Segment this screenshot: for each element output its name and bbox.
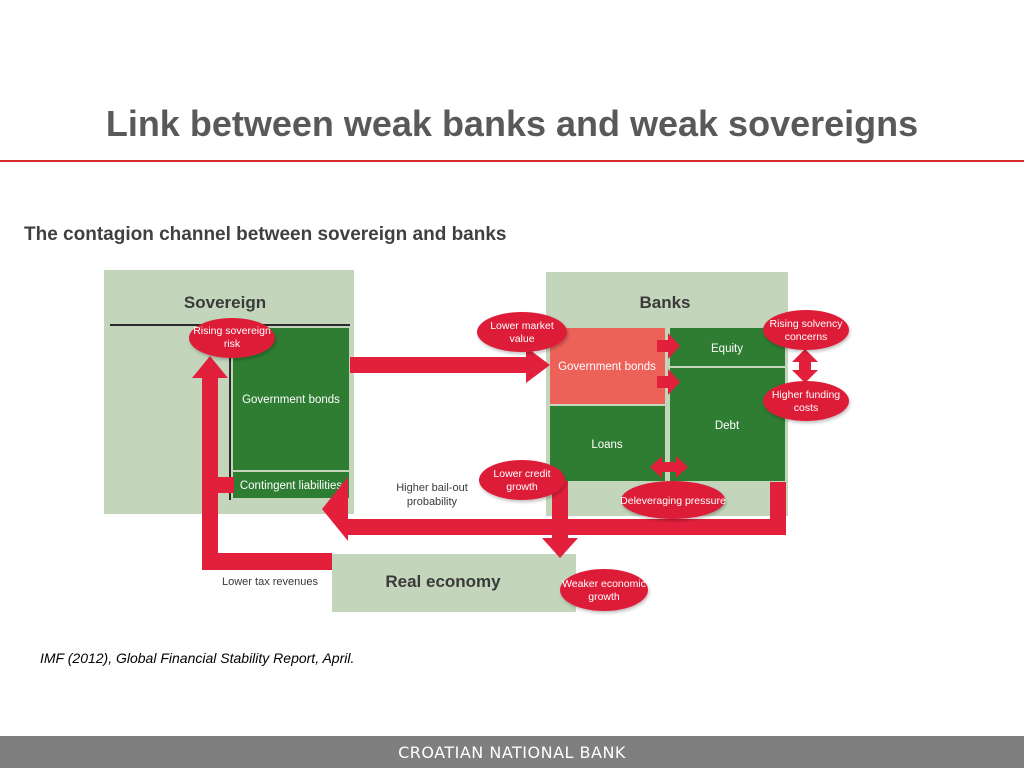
higher-bailout-probability-label: Higher bail-out (396, 482, 468, 494)
loans-box (550, 406, 665, 481)
arrow-sovereign-to-banks (350, 347, 550, 383)
arrow-tax-revenues-loop (192, 356, 332, 570)
sovereign-heading: Sovereign (184, 293, 266, 312)
bubble-weaker-economic-growth: Weaker economic growth (560, 569, 648, 611)
bubble-text: growth (588, 591, 620, 603)
arrow-bonds-to-equity (657, 333, 680, 359)
bubble-rising-solvency-concerns: Rising solvency concerns (763, 310, 849, 350)
bubble-text: Lower market (490, 320, 554, 332)
title-divider (0, 160, 1024, 162)
debt-box (670, 368, 785, 481)
arrow-bailout-loop (322, 477, 786, 541)
bubble-text: risk (224, 338, 241, 350)
bubble-text: Rising solvency (770, 318, 844, 330)
banks-government-bonds-label: Government bonds (558, 361, 656, 373)
bubble-text: concerns (785, 331, 828, 343)
loans-label: Loans (591, 439, 623, 451)
equity-label: Equity (711, 343, 743, 355)
lower-tax-revenues-label: Lower tax revenues (222, 576, 318, 588)
arrow-solvency-funding (792, 349, 818, 383)
bubble-text: value (509, 333, 534, 345)
arrow-loans-debt (650, 456, 688, 478)
bubble-lower-market-value: Lower market value (477, 312, 567, 352)
bubble-rising-sovereign-risk: Rising sovereign risk (189, 318, 275, 358)
contingent-liabilities-box (233, 472, 349, 498)
bubble-text: Deleveraging pressure (620, 495, 726, 507)
bubble-text: Rising sovereign (193, 325, 271, 337)
debt-label: Debt (715, 420, 740, 432)
real-economy-panel (332, 554, 576, 612)
bubble-higher-funding-costs: Higher funding costs (763, 381, 849, 421)
source-citation: IMF (2012), Global Financial Stability R… (40, 650, 355, 666)
bubble-text: Lower credit (493, 468, 550, 480)
sovereign-government-bonds-label: Government bonds (242, 394, 340, 406)
bubble-text: growth (506, 481, 538, 493)
footer-label: CROATIAN NATIONAL BANK (398, 743, 626, 762)
footer-bar: CROATIAN NATIONAL BANK (0, 736, 1024, 768)
bubble-lower-credit-growth: Lower credit growth (479, 460, 565, 500)
arrow-loans-to-real-economy (542, 481, 578, 558)
arrow-bonds-to-debt (657, 369, 680, 395)
arrow-contingent-link (202, 477, 234, 493)
bubble-text: Higher funding (772, 389, 840, 401)
bubble-deleveraging-pressure: Deleveraging pressure (620, 481, 726, 519)
diagram-subtitle: The contagion channel between sovereign … (24, 224, 507, 245)
banks-government-bonds-box (550, 328, 665, 404)
contingent-liabilities-label: Contingent liabilities (240, 480, 343, 492)
banks-heading: Banks (639, 293, 690, 312)
bubble-text: costs (794, 402, 819, 414)
higher-bailout-probability-label-line2: probability (407, 496, 458, 508)
bubble-text: Weaker economic (562, 578, 646, 590)
real-economy-label: Real economy (385, 572, 501, 591)
slide-title: Link between weak banks and weak soverei… (105, 103, 919, 144)
